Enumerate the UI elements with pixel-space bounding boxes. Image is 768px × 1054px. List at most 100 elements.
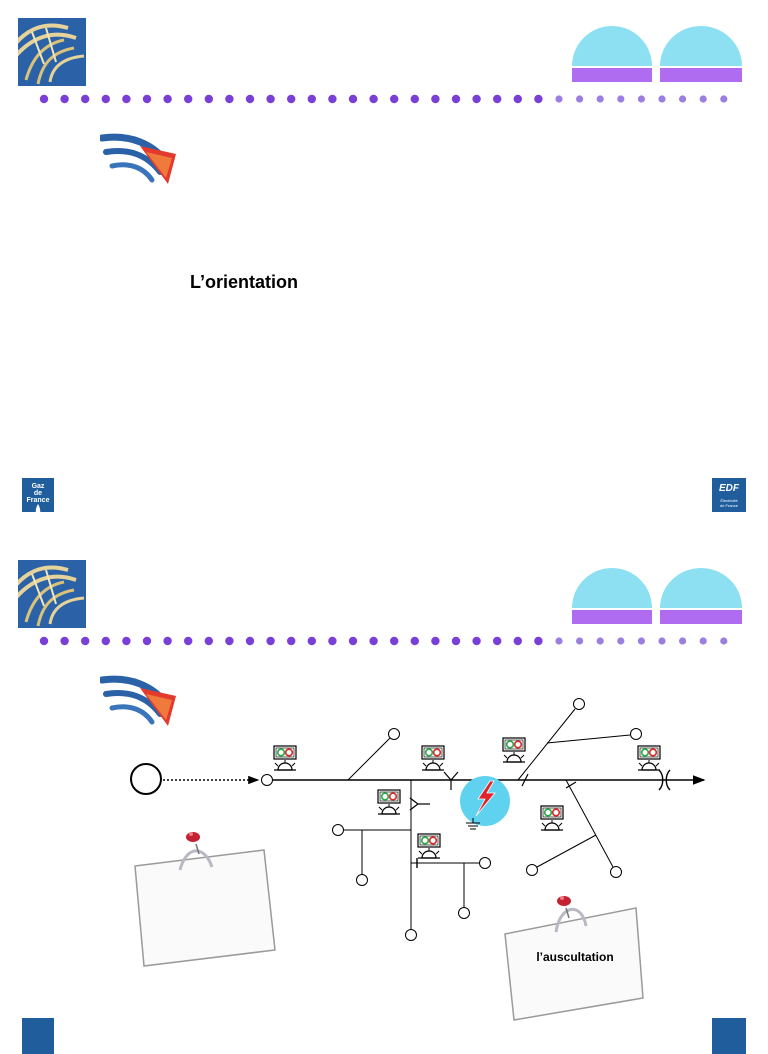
section-arrow-icon bbox=[100, 675, 176, 726]
dot-divider bbox=[39, 94, 728, 104]
fault-indicator-icon bbox=[417, 833, 441, 859]
divider-dot bbox=[472, 636, 481, 646]
fault-indicator-icon bbox=[377, 789, 401, 815]
divider-dot bbox=[204, 636, 213, 646]
divider-dot bbox=[637, 95, 646, 103]
fault-indicator-icon bbox=[540, 805, 564, 831]
fault-indicator-icon bbox=[502, 737, 526, 763]
divider-dot bbox=[451, 636, 461, 646]
breaker-icon bbox=[658, 769, 671, 791]
divider-dot bbox=[163, 94, 172, 104]
dot-divider bbox=[39, 636, 728, 646]
divider-dot bbox=[617, 637, 625, 645]
breaker-icon bbox=[409, 797, 430, 811]
divider-dot bbox=[163, 636, 172, 646]
divider-dot bbox=[81, 636, 90, 646]
corner-logo-icon bbox=[18, 18, 86, 86]
divider-dot bbox=[245, 94, 255, 104]
divider-dot bbox=[307, 94, 316, 104]
divider-dot bbox=[555, 637, 563, 645]
divider-dot bbox=[122, 94, 131, 104]
divider-dot bbox=[555, 95, 563, 103]
divider-dot bbox=[576, 637, 584, 645]
divider-dot bbox=[534, 636, 543, 646]
divider-dot bbox=[39, 94, 49, 104]
switch-mark bbox=[565, 781, 577, 789]
divider-dot bbox=[60, 94, 69, 104]
divider-dot bbox=[266, 636, 275, 646]
divider-dot bbox=[101, 94, 110, 104]
divider-dot bbox=[307, 636, 316, 646]
slide-1: L’orientation Gaz de France EDF Électric… bbox=[0, 0, 768, 512]
divider-dot bbox=[142, 94, 152, 104]
divider-dot bbox=[328, 94, 337, 104]
edf-logo bbox=[712, 1018, 746, 1054]
domes-icon bbox=[572, 568, 742, 624]
divider-dot bbox=[431, 636, 440, 646]
network-diagram: l’auscultation bbox=[130, 698, 706, 1021]
divider-dot bbox=[81, 94, 90, 104]
breaker-icon bbox=[443, 771, 459, 790]
divider-dot bbox=[348, 94, 358, 104]
divider-dot bbox=[225, 636, 234, 646]
fault-indicator-icon bbox=[421, 745, 445, 771]
divider-dot bbox=[617, 95, 625, 103]
divider-dot bbox=[658, 637, 666, 645]
section-arrow-icon bbox=[100, 133, 176, 184]
divider-dot bbox=[204, 94, 213, 104]
divider-dot bbox=[699, 637, 707, 645]
edf-logo: EDF Électricité de France bbox=[712, 478, 746, 512]
divider-dot bbox=[287, 94, 296, 104]
divider-dot bbox=[720, 637, 728, 645]
divider-dot bbox=[184, 94, 193, 104]
corner-logo-icon bbox=[18, 560, 86, 628]
divider-dot bbox=[369, 94, 378, 104]
right-note: l’auscultation bbox=[504, 896, 644, 1021]
divider-dot bbox=[39, 636, 49, 646]
divider-dot bbox=[142, 636, 152, 646]
terminal-node bbox=[261, 774, 273, 786]
divider-dot bbox=[348, 636, 358, 646]
divider-dot bbox=[699, 95, 707, 103]
divider-dot bbox=[184, 636, 193, 646]
divider-dot bbox=[493, 94, 502, 104]
divider-dot bbox=[493, 636, 502, 646]
divider-dot bbox=[679, 95, 687, 103]
divider-dot bbox=[245, 636, 255, 646]
divider-dot bbox=[451, 94, 461, 104]
divider-dot bbox=[679, 637, 687, 645]
slide-2: l’auscultation bbox=[0, 542, 768, 1054]
right-note-text: l’auscultation bbox=[536, 950, 613, 964]
ground-icon bbox=[466, 818, 480, 830]
fault-indicator-icon bbox=[637, 745, 661, 771]
pushpin-icon bbox=[186, 832, 200, 855]
edf-logo-text: EDF bbox=[719, 483, 739, 494]
divider-dot bbox=[101, 636, 110, 646]
lightning-bolt-icon bbox=[475, 780, 496, 817]
divider-dot bbox=[369, 636, 378, 646]
edf-logo-sub: Électricité de France bbox=[719, 498, 738, 508]
divider-dot bbox=[534, 94, 543, 104]
domes-icon bbox=[572, 26, 742, 82]
divider-dot bbox=[596, 95, 604, 103]
flame-icon bbox=[35, 504, 41, 512]
divider-dot bbox=[390, 94, 399, 104]
divider-dot bbox=[328, 636, 337, 646]
divider-dot bbox=[60, 636, 69, 646]
switch-mark bbox=[521, 773, 529, 787]
source-node bbox=[130, 763, 162, 795]
left-note bbox=[134, 832, 276, 967]
divider-dot bbox=[576, 95, 584, 103]
divider-dot bbox=[472, 94, 481, 104]
divider-dot bbox=[287, 636, 296, 646]
divider-dot bbox=[637, 637, 646, 645]
divider-dot bbox=[658, 95, 666, 103]
divider-dot bbox=[513, 636, 522, 646]
divider-dot bbox=[720, 95, 728, 103]
divider-dot bbox=[266, 94, 275, 104]
fault-indicator-icon bbox=[273, 745, 297, 771]
slide-title: L’orientation bbox=[190, 272, 298, 292]
gaz-de-france-logo-text: Gaz de France bbox=[26, 483, 50, 504]
pushpin-icon bbox=[557, 896, 571, 919]
divider-dot bbox=[410, 636, 419, 646]
